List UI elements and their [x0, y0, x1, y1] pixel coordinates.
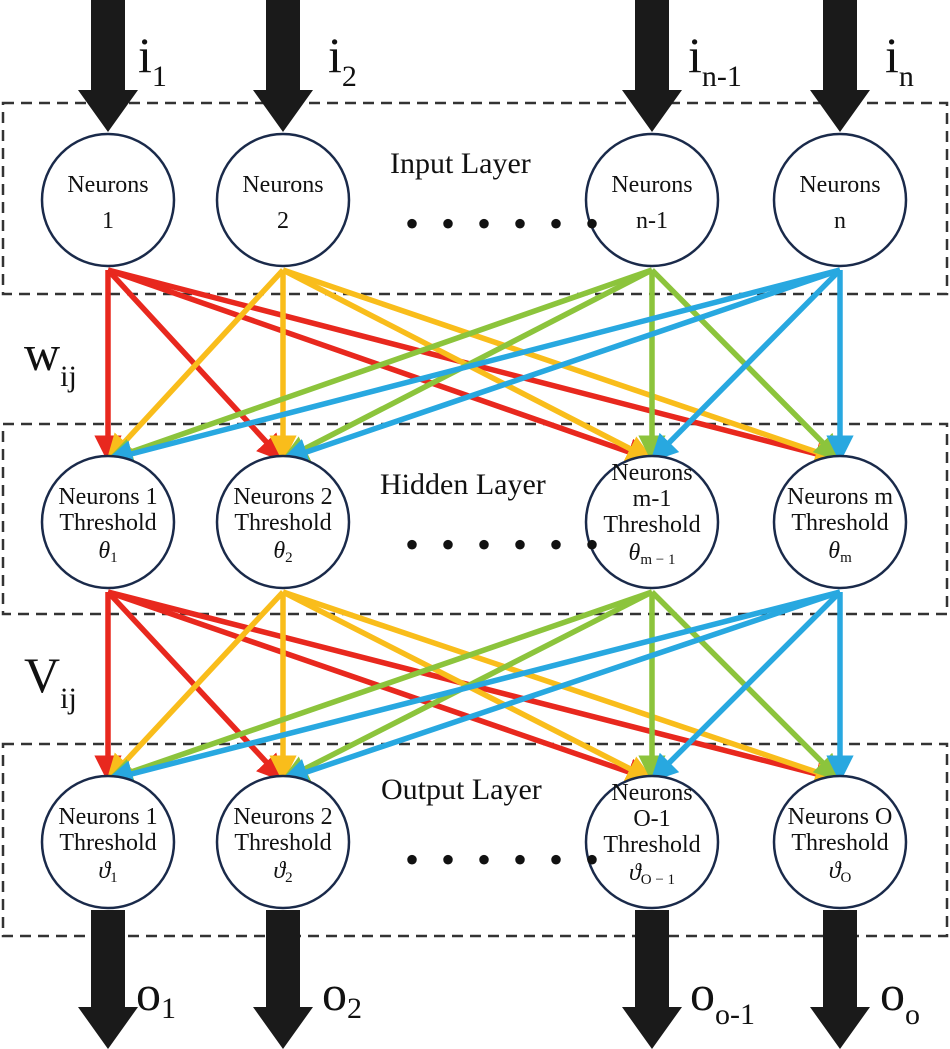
threshold-symbol: θ1	[98, 538, 117, 566]
input-neuron-4: Neurons n	[772, 132, 908, 268]
neuron-index: 1	[102, 208, 114, 234]
input-neuron-circle	[40, 132, 176, 268]
threshold-symbol: θ2	[273, 538, 292, 566]
hidden-ellipsis: • • • • • •	[405, 522, 605, 567]
neuron-index: m-1	[633, 486, 672, 512]
input-neuron-2: Neurons 2	[215, 132, 351, 268]
output-arrow-3	[622, 910, 682, 1049]
weight-w-label: wij	[24, 325, 77, 393]
input-label-2: i2	[328, 27, 357, 93]
threshold-symbol: ϑO	[829, 858, 852, 886]
input-arrow-1	[78, 0, 138, 132]
w-weight-arrow-4-to-1	[105, 267, 841, 468]
neuron-label: Neurons	[67, 172, 148, 198]
weight-v-label: Vij	[24, 647, 77, 715]
output-label-o: oo	[880, 965, 920, 1031]
neuron-label: Neurons O	[788, 804, 893, 830]
input-arrow-3	[622, 0, 682, 132]
threshold-symbol: ϑ2	[273, 858, 292, 886]
threshold-label: Threshold	[59, 510, 156, 536]
output-arrow-1	[78, 910, 138, 1049]
output-label-2: o2	[322, 965, 362, 1025]
input-label-1: i1	[138, 27, 167, 93]
neuron-index: n	[834, 208, 846, 234]
output-arrow-2	[253, 910, 313, 1049]
threshold-label: Threshold	[791, 830, 888, 856]
w-weight-arrow-3-to-1	[105, 267, 653, 465]
threshold-label: Threshold	[234, 510, 331, 536]
v-weight-arrow-3-to-1	[105, 589, 653, 785]
v-weight-arrow-4-to-1	[105, 589, 841, 788]
input-arrow-2	[253, 0, 313, 132]
w-weight-arrow-4-to-3	[650, 268, 842, 462]
threshold-label: Threshold	[603, 832, 700, 858]
output-label-1: o1	[136, 965, 176, 1025]
threshold-symbol: θm	[828, 538, 852, 566]
output-arrow-4	[810, 910, 870, 1049]
input-neuron-1: Neurons 1	[40, 132, 176, 268]
output-neuron-circle	[215, 774, 351, 910]
input-ellipsis: • • • • • •	[405, 201, 605, 246]
input-neuron-circle	[772, 132, 908, 268]
v-weight-arrow-4-to-3	[650, 590, 842, 782]
threshold-label: Threshold	[603, 512, 700, 538]
neurons: Neurons1Neurons2Neuronsn-1NeuronsnNeuron…	[40, 132, 908, 910]
input-label-n: in	[885, 27, 914, 93]
input-neuron-3: Neurons n-1	[584, 132, 720, 268]
neuron-label: Neurons m	[787, 484, 893, 510]
output-ellipsis: • • • • • •	[405, 837, 605, 882]
hidden-neuron-circle	[584, 454, 720, 590]
threshold-label: Threshold	[791, 510, 888, 536]
threshold-symbol: θm − 1	[629, 540, 676, 568]
threshold-label: Threshold	[59, 830, 156, 856]
io-arrows	[78, 0, 870, 1049]
neuron-label: Neurons 1	[58, 804, 157, 830]
neuron-label: Neurons 1	[58, 484, 157, 510]
neuron-label: Neurons	[242, 172, 323, 198]
input-neuron-circle	[584, 132, 720, 268]
neuron-label: Neurons	[611, 780, 692, 806]
neuron-label: Neurons	[799, 172, 880, 198]
output-layer-title: Output Layer	[381, 773, 542, 806]
hidden-neuron-circle	[40, 454, 176, 590]
w-weight-arrow-2-to-1	[105, 268, 286, 463]
neuron-label: Neurons	[611, 172, 692, 198]
threshold-symbol: ϑ1	[98, 858, 117, 886]
neuron-label: Neurons 2	[233, 804, 332, 830]
output-neuron-circle	[40, 774, 176, 910]
threshold-symbol: ϑO − 1	[629, 860, 675, 888]
threshold-label: Threshold	[234, 830, 331, 856]
neuron-index: O-1	[633, 806, 670, 832]
input-layer-box	[1, 101, 949, 296]
output-neuron-circle	[584, 774, 720, 910]
input-layer-title: Input Layer	[390, 147, 531, 180]
output-neuron-circle	[772, 774, 908, 910]
hidden-neuron-circle	[772, 454, 908, 590]
input-label-n-1: in-1	[688, 27, 742, 93]
connections	[94, 267, 854, 788]
v-weight-arrow-2-to-1	[105, 590, 286, 783]
neuron-index: n-1	[636, 208, 668, 234]
hidden-layer-title: Hidden Layer	[380, 468, 546, 501]
neuron-label: Neurons 2	[233, 484, 332, 510]
output-label-o-1: oo-1	[690, 965, 755, 1031]
neuron-label: Neurons	[611, 460, 692, 486]
hidden-layer-box	[1, 422, 949, 616]
v-weight-arrow-4-to-2	[280, 589, 841, 786]
hidden-neuron-circle	[215, 454, 351, 590]
input-neuron-circle	[215, 132, 351, 268]
neuron-index: 2	[277, 208, 289, 234]
w-weight-arrow-4-to-2	[280, 267, 841, 466]
input-arrow-4	[810, 0, 870, 132]
output-layer-box	[1, 742, 949, 938]
